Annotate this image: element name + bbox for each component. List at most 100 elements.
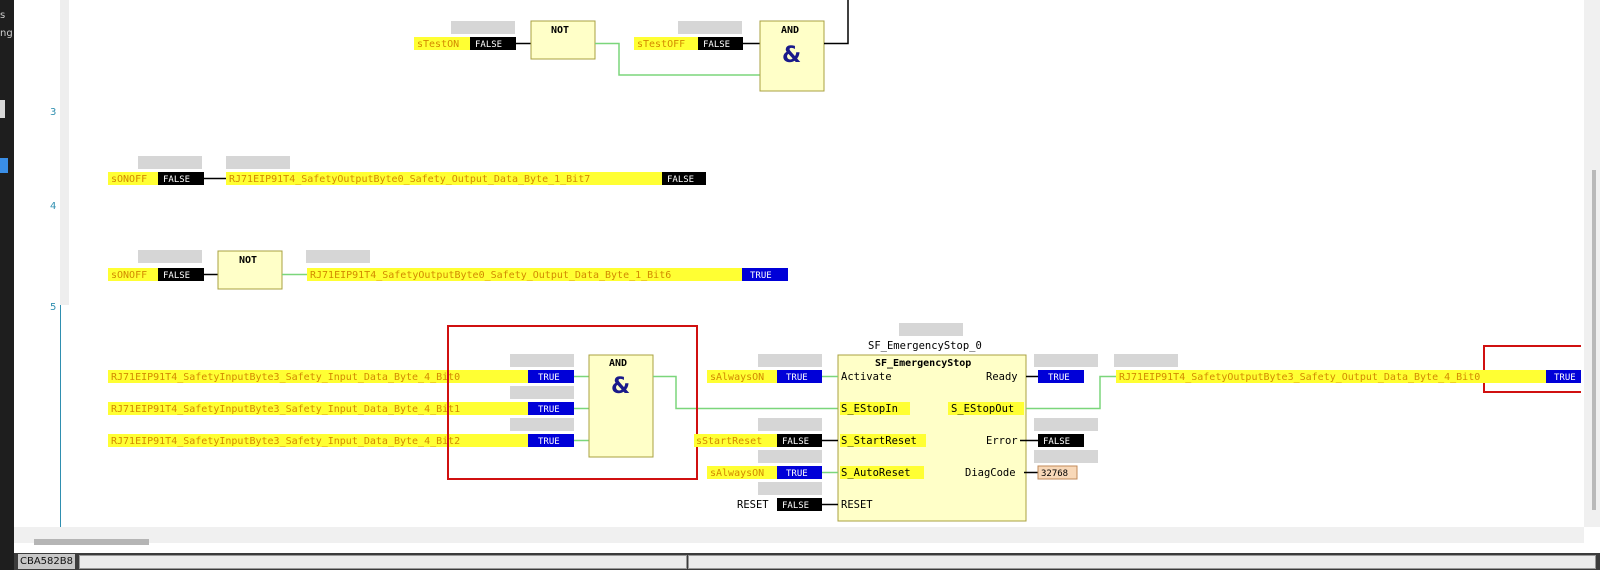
- value-badge: [528, 434, 574, 447]
- value-text: 32768: [1041, 469, 1068, 479]
- value-text: FALSE: [667, 175, 694, 185]
- value-badge: [662, 172, 706, 185]
- variable-box[interactable]: [414, 37, 470, 50]
- value-text: FALSE: [782, 501, 809, 511]
- status-field-2: [688, 555, 1596, 569]
- value-text: TRUE: [538, 373, 560, 383]
- not-block[interactable]: [530, 20, 596, 60]
- network-3: sONOFF FALSE RJ71EIP91T4_SafetyOutputByt…: [108, 156, 706, 185]
- variable-box[interactable]: [108, 434, 528, 447]
- variable-box[interactable]: [634, 37, 698, 50]
- value-text: TRUE: [1554, 373, 1576, 383]
- and-symbol: &: [782, 43, 801, 68]
- value-text: FALSE: [163, 271, 190, 281]
- variable-name: RESET: [737, 499, 769, 511]
- value-badge: [698, 37, 743, 50]
- variable-box[interactable]: [226, 172, 662, 185]
- fb-output-pin: DiagCode: [965, 467, 1016, 479]
- left-panel-edge: s ng: [0, 0, 14, 570]
- value-badge: [1038, 434, 1084, 447]
- variable-name: RJ71EIP91T4_SafetyInputByte3_Safety_Inpu…: [111, 372, 460, 383]
- pin-highlight: [948, 402, 1024, 415]
- comment-placeholder: [758, 354, 822, 367]
- value-badge: [470, 37, 516, 50]
- and-block[interactable]: [588, 354, 654, 458]
- fbd-canvas[interactable]: .vl { fill:#d28a00; font-size:10px; } .v…: [61, 0, 1581, 527]
- variable-name: sONOFF: [111, 174, 147, 185]
- variable-box[interactable]: [108, 370, 528, 383]
- variable-name: RJ71EIP91T4_SafetyInputByte3_Safety_Inpu…: [111, 404, 460, 415]
- horizontal-scrollbar[interactable]: [14, 527, 1584, 543]
- value-badge: [528, 402, 574, 415]
- comment-placeholder: [138, 250, 202, 263]
- variable-box[interactable]: [108, 268, 158, 281]
- variable-name: sStartReset: [696, 436, 762, 447]
- network-4: sONOFF FALSE NOT RJ71EIP91T4_SafetyOutpu…: [108, 250, 788, 290]
- block-label: NOT: [551, 25, 569, 36]
- not-block[interactable]: [217, 250, 283, 290]
- left-panel-button[interactable]: [0, 100, 5, 118]
- value-text: FALSE: [782, 437, 809, 447]
- fb-input-pin: S_StartReset: [841, 435, 917, 447]
- fb-input-pin: RESET: [841, 499, 873, 511]
- horizontal-scrollbar-thumb[interactable]: [34, 539, 149, 545]
- variable-box[interactable]: [707, 370, 777, 383]
- pin-highlight: [840, 466, 924, 479]
- value-badge: [777, 434, 822, 447]
- comment-placeholder: [758, 418, 822, 431]
- value-badge: [1546, 370, 1581, 383]
- value-badge: [742, 268, 788, 281]
- variable-name: sAlwaysON: [710, 468, 764, 479]
- comment-placeholder: [451, 21, 515, 34]
- variable-box[interactable]: [307, 268, 742, 281]
- left-panel-text-2: ng: [0, 28, 13, 39]
- comment-placeholder: [306, 250, 370, 263]
- value-badge: [777, 498, 822, 511]
- value-text: TRUE: [750, 271, 772, 281]
- block-label: AND: [609, 358, 627, 369]
- left-panel-selected-item[interactable]: [0, 158, 8, 173]
- value-badge: [158, 268, 204, 281]
- block-label: NOT: [239, 255, 257, 266]
- value-badge: [1038, 370, 1084, 383]
- variable-box[interactable]: [707, 466, 777, 479]
- variable-box[interactable]: [108, 402, 528, 415]
- variable-box[interactable]: [694, 434, 777, 447]
- comment-placeholder: [758, 450, 822, 463]
- block-label: AND: [781, 25, 799, 36]
- variable-name: RJ71EIP91T4_SafetyOutputByte0_Safety_Out…: [310, 270, 671, 281]
- fb-type-label: SF_EmergencyStop: [875, 358, 971, 369]
- vertical-scrollbar-thumb[interactable]: [1592, 170, 1596, 510]
- variable-name: RJ71EIP91T4_SafetyOutputByte0_Safety_Out…: [229, 174, 590, 185]
- fb-input-pin: Activate: [841, 371, 892, 383]
- fb-output-pin: S_EStopOut: [951, 403, 1014, 415]
- value-text: TRUE: [538, 437, 560, 447]
- value-text: FALSE: [475, 40, 502, 50]
- value-badge: [1037, 465, 1078, 480]
- row-number-4: 4: [50, 201, 57, 212]
- and-block[interactable]: [759, 20, 825, 92]
- value-badge: [777, 466, 822, 479]
- variable-name: RJ71EIP91T4_SafetyOutputByte3_Safety_Out…: [1119, 372, 1480, 383]
- comment-placeholder: [226, 156, 290, 169]
- variable-box[interactable]: [1116, 370, 1546, 383]
- comment-placeholder: [899, 323, 963, 336]
- and-symbol: &: [611, 374, 630, 399]
- row-number-3: 3: [50, 107, 57, 118]
- comment-placeholder: [1034, 354, 1098, 367]
- fb-input-pin: S_EStopIn: [841, 403, 898, 415]
- value-text: FALSE: [163, 175, 190, 185]
- comment-placeholder: [510, 418, 574, 431]
- fb-output-pin: Ready: [986, 371, 1018, 383]
- status-field-1: [79, 555, 687, 569]
- comment-placeholder: [678, 21, 742, 34]
- value-badge: [528, 370, 574, 383]
- value-text: FALSE: [1043, 437, 1070, 447]
- variable-box[interactable]: [108, 172, 158, 185]
- status-address: CBA582B8: [18, 554, 75, 569]
- network-1: sTestON FALSE NOT sTestOFF FALSE AND &: [414, 0, 849, 92]
- comment-placeholder: [758, 482, 822, 495]
- comment-placeholder: [510, 386, 574, 399]
- value-text: FALSE: [703, 40, 730, 50]
- row-gutter: [14, 0, 61, 527]
